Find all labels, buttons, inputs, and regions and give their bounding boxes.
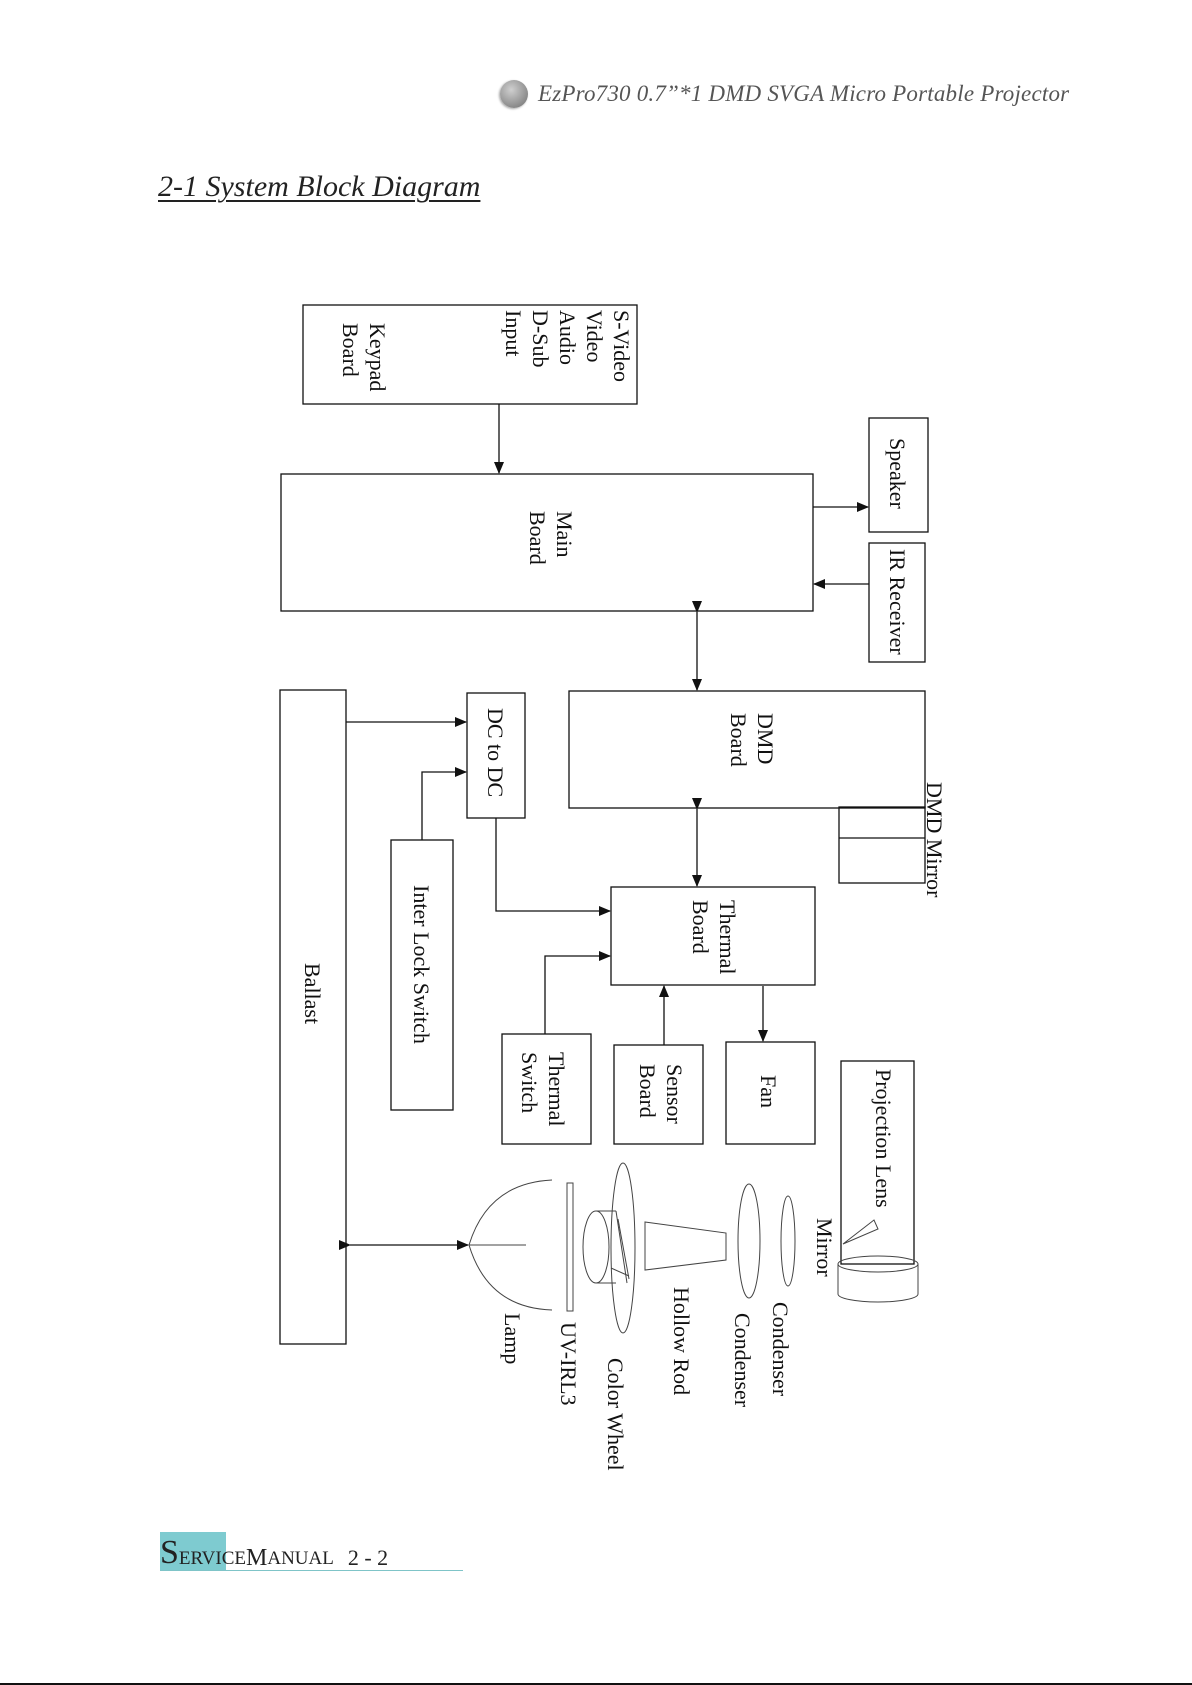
dmd-board-label: DMD Board	[726, 713, 778, 770]
ir-receiver-label: IR Receiver	[885, 549, 910, 655]
uv-ir-label: UV-IRL3	[556, 1322, 581, 1406]
condenser-label-2: Condenser	[768, 1302, 793, 1397]
condenser-label-1: Condenser	[730, 1313, 755, 1408]
interlock-switch-label: Inter Lock Switch	[409, 885, 434, 1044]
arrow-dcdc-to-thermal	[495, 818, 611, 916]
inputs-label: S-Video Video Audio D-Sub Input	[501, 310, 634, 388]
arrow-thermalswitch-to-thermal	[544, 951, 611, 1034]
speaker-label: Speaker	[885, 438, 910, 510]
mirror-shape	[842, 1219, 879, 1245]
ir-receiver-box	[868, 542, 926, 663]
header-bullet-icon	[500, 80, 528, 108]
page-header: EzPro730 0.7”*1 DMD SVGA Micro Portable …	[500, 74, 1069, 114]
color-wheel	[610, 1162, 636, 1334]
main-board-box	[280, 473, 814, 612]
uv-ir-filter	[566, 1182, 574, 1312]
sensor-board-label: Sensor Board	[635, 1064, 687, 1129]
page-number: 2 - 2	[347, 1545, 389, 1570]
inputs-keypad-box	[302, 304, 638, 405]
color-wheel-label: Color Wheel	[603, 1358, 628, 1471]
dmd-mirror-box	[838, 806, 926, 884]
dc-to-dc-label: DC to DC	[483, 708, 508, 797]
projection-lens-box	[840, 1060, 915, 1265]
dmd-board-box	[568, 690, 926, 809]
keypad-label: Keypad Board	[338, 323, 390, 397]
projection-lens-barrel	[837, 1255, 919, 1303]
hollow-rod-label: Hollow Rod	[669, 1287, 694, 1395]
dmd-mirror-label: DMD Mirror	[922, 782, 947, 898]
mirror-label: Mirror	[812, 1218, 837, 1277]
fan-box	[725, 1041, 816, 1145]
fan-label: Fan	[756, 1075, 781, 1108]
footer-accent-box	[160, 1532, 226, 1570]
page-bottom-rule	[0, 1683, 1192, 1685]
ballast-box	[279, 689, 347, 1345]
thermal-switch-box	[501, 1033, 592, 1145]
speaker-box	[868, 417, 929, 533]
thermal-board-box	[610, 886, 816, 986]
thermal-switch-label: Thermal Switch	[517, 1052, 569, 1132]
main-board-label: Main Board	[525, 511, 577, 565]
lamp-label: Lamp	[500, 1313, 525, 1364]
section-title: 2-1 System Block Diagram	[158, 170, 481, 203]
arrow-interlock-to-dcdc	[421, 767, 467, 840]
sensor-board-box	[613, 1044, 704, 1145]
header-title: EzPro730 0.7”*1 DMD SVGA Micro Portable …	[538, 81, 1070, 106]
condenser-lens-1	[737, 1183, 761, 1299]
thermal-board-label: Thermal Board	[688, 900, 740, 980]
hollow-rod	[644, 1221, 727, 1271]
ballast-label: Ballast	[300, 963, 325, 1024]
condenser-lens-2	[780, 1195, 796, 1287]
color-wheel-motor	[582, 1210, 610, 1284]
projection-lens-label: Projection Lens	[871, 1069, 896, 1208]
